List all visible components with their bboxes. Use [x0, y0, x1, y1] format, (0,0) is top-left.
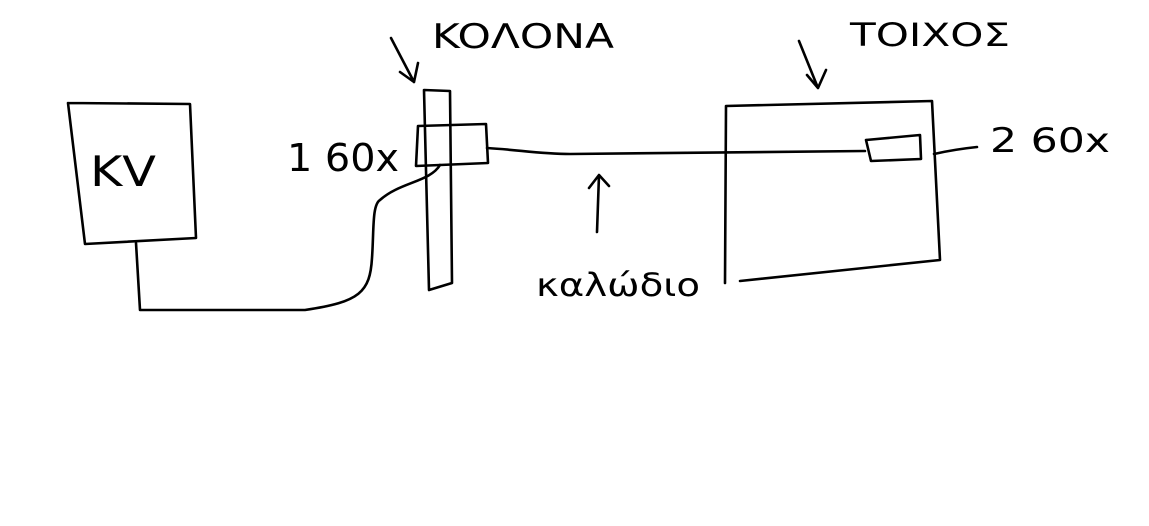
cable	[485, 146, 867, 156]
wall-box	[864, 133, 923, 163]
column-label: KOΛΟΝΑ	[432, 17, 614, 57]
wall-label: ΤΟΙΧΟΣ	[849, 16, 1010, 54]
wall-arrow	[797, 39, 828, 90]
column	[422, 88, 454, 292]
column-box	[414, 122, 490, 168]
kv-box	[66, 101, 198, 246]
size-right-label: 2 60x	[990, 121, 1110, 161]
kv-label: KV	[90, 147, 156, 196]
size-left-label: 1 60x	[287, 136, 399, 180]
cable-label: καλώδιο	[536, 266, 700, 304]
cable-arrow	[587, 173, 611, 234]
wall-box-arrow	[932, 145, 979, 156]
wall	[723, 99, 942, 285]
column-arrow	[389, 36, 420, 84]
kv-wire	[134, 163, 442, 312]
